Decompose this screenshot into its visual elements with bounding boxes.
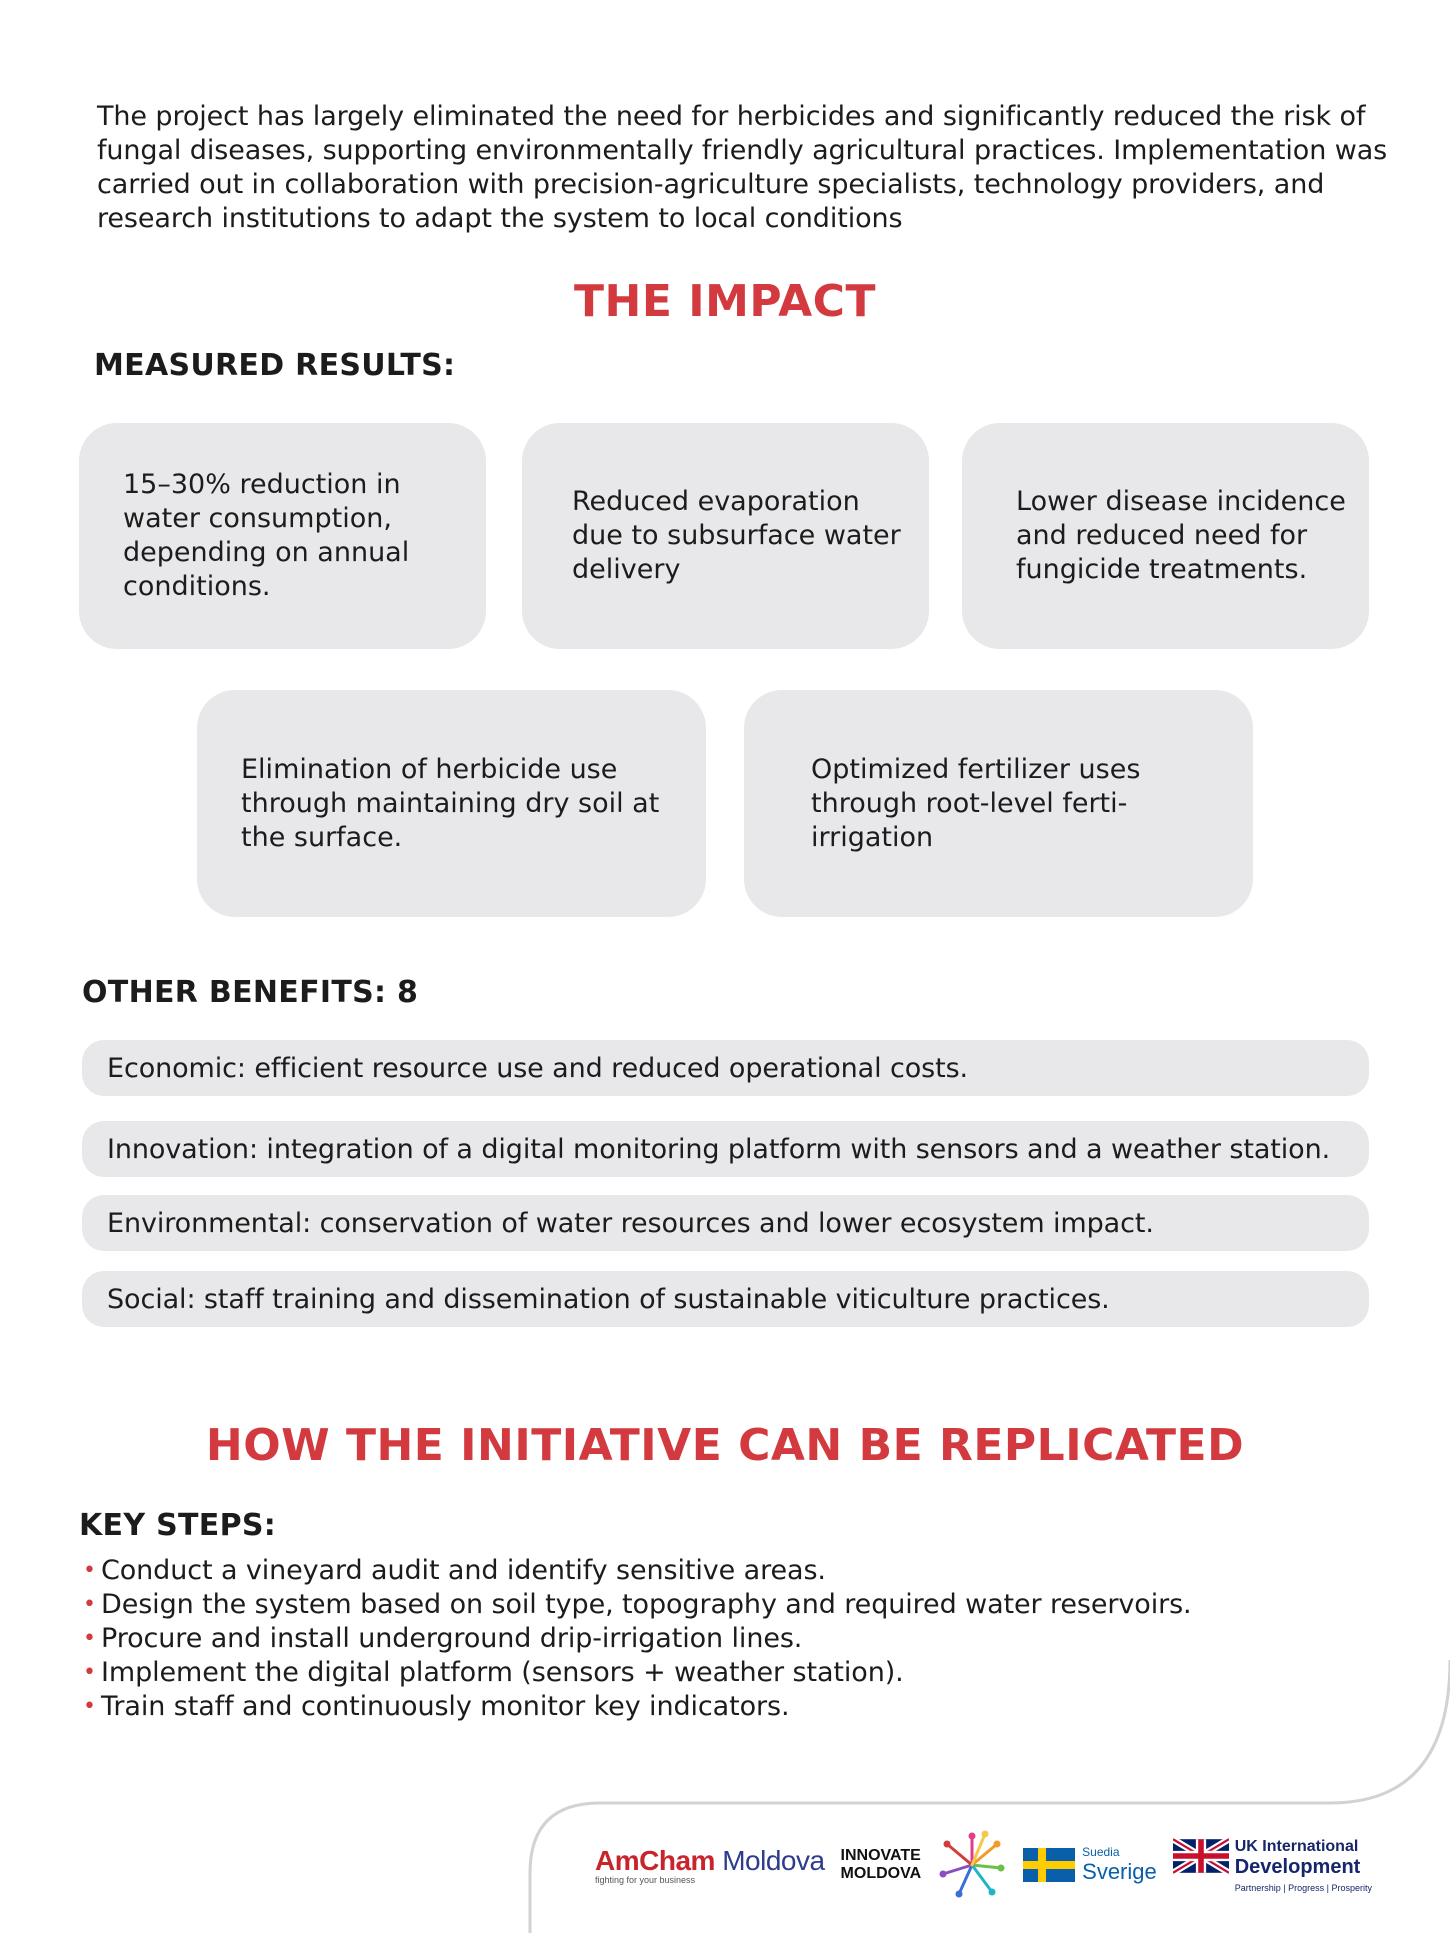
result-card-text: Lower disease incidence and reduced need… — [1016, 486, 1346, 585]
key-step-item: •Train staff and continuously monitor ke… — [83, 1691, 790, 1722]
result-card-water: 15–30% reduction in water consumption, d… — [79, 423, 486, 649]
result-card-text: Reduced evaporation due to subsurface wa… — [572, 486, 901, 585]
result-card-evaporation: Reduced evaporation due to subsurface wa… — [522, 423, 929, 649]
result-card-text: Elimination of herbicide use through mai… — [241, 753, 660, 853]
result-card-text: Optimized fertilizer uses through root-l… — [811, 753, 1141, 853]
key-steps-list: •Conduct a vineyard audit and identify s… — [82, 1554, 1192, 1724]
key-step-item: •Procure and install underground drip-ir… — [83, 1623, 803, 1654]
bullet-icon: • — [83, 1592, 96, 1617]
amcham-logo: AmCham Moldova fighting for your busines… — [595, 1845, 825, 1885]
impact-title: THE IMPACT — [574, 276, 876, 327]
key-step-item: •Implement the digital platform (sensors… — [83, 1657, 904, 1688]
other-benefits-heading: OTHER BENEFITS: 8 — [82, 975, 419, 1010]
benefit-row-social: Social: staff training and dissemination… — [82, 1271, 1369, 1327]
bullet-icon: • — [83, 1558, 96, 1583]
key-step-item: •Conduct a vineyard audit and identify s… — [83, 1555, 826, 1586]
bullet-icon: • — [83, 1660, 96, 1685]
bullet-icon: • — [83, 1694, 96, 1719]
measured-results-heading: MEASURED RESULTS: — [94, 348, 456, 383]
benefit-row-innovation: Innovation: integration of a digital mon… — [82, 1121, 1369, 1177]
result-card-fertilizer: Optimized fertilizer uses through root-l… — [744, 690, 1253, 917]
benefit-text: Innovation: integration of a digital mon… — [107, 1133, 1331, 1165]
key-step-item: •Design the system based on soil type, t… — [83, 1589, 1192, 1620]
result-card-disease: Lower disease incidence and reduced need… — [962, 423, 1369, 649]
intro-paragraph: The project has largely eliminated the n… — [97, 101, 1388, 234]
result-card-herbicide: Elimination of herbicide use through mai… — [197, 690, 706, 917]
replication-title: HOW THE INITIATIVE CAN BE REPLICATED — [205, 1420, 1245, 1471]
innovate-moldova-logo: INNOVATE MOLDOVA — [840, 1847, 922, 1882]
benefit-row-environmental: Environmental: conservation of water res… — [82, 1195, 1369, 1251]
benefit-text: Economic: efficient resource use and red… — [107, 1052, 969, 1084]
swedish-flag-icon — [1023, 1848, 1076, 1882]
union-jack-icon — [1172, 1837, 1229, 1874]
benefit-text: Environmental: conservation of water res… — [107, 1207, 1154, 1239]
bullet-icon: • — [83, 1626, 96, 1651]
sweden-logo: Suedia Sverige — [1023, 1845, 1157, 1885]
benefit-text: Social: staff training and dissemination… — [107, 1283, 1110, 1315]
key-steps-heading: KEY STEPS: — [79, 1508, 277, 1543]
circuit-flower-icon — [939, 1830, 1005, 1898]
result-card-text: 15–30% reduction in water consumption, d… — [123, 469, 410, 602]
partner-logos: AmCham Moldova fighting for your busines… — [595, 1820, 1385, 1910]
benefit-row-economic: Economic: efficient resource use and red… — [82, 1040, 1369, 1096]
uk-international-development-logo: UK International Development Partnership… — [1172, 1837, 1372, 1893]
